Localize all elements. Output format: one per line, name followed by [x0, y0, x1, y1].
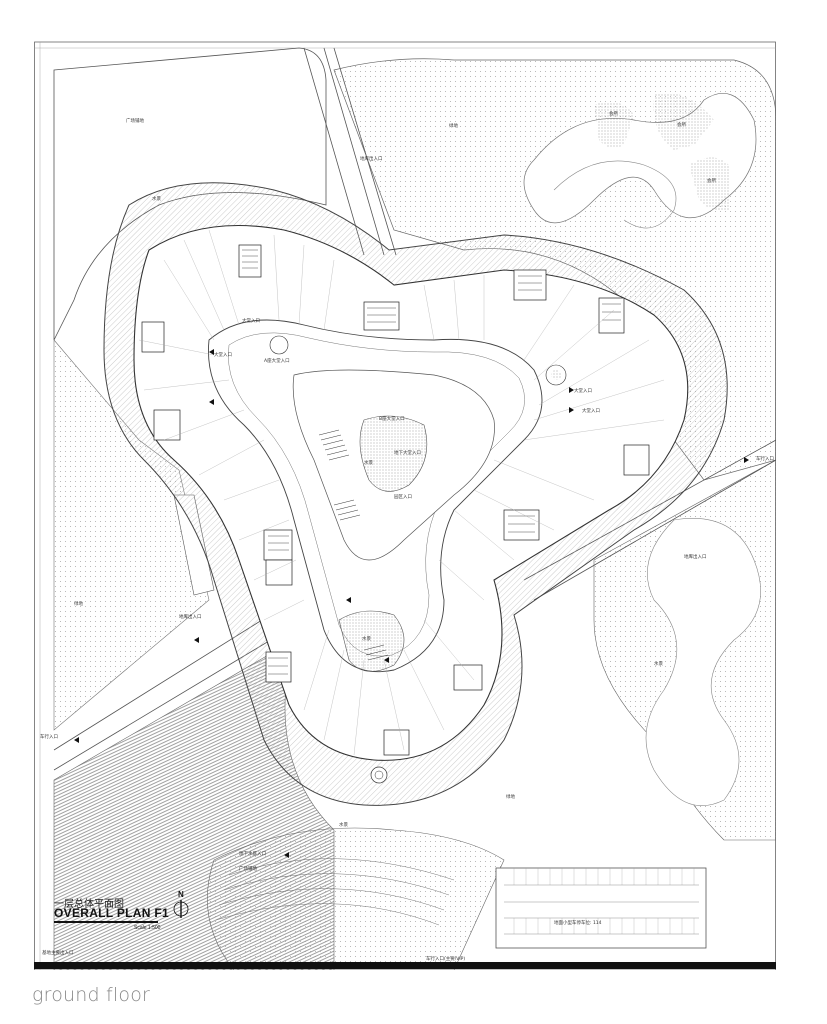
roundabout-south [370, 766, 388, 784]
label-pavilion-2: 会所 [677, 121, 686, 128]
label-underground-hall-entry: 地下大堂入口 [394, 449, 421, 456]
label-garage-entry-east: 地库出入口 [684, 553, 707, 560]
entry-arrows [74, 349, 749, 858]
label-garage-entry-west: 地库出入口 [179, 613, 202, 620]
parking-stall-ticks [513, 868, 695, 934]
south-plaza [207, 827, 505, 970]
caption-ground-floor: ground floor [32, 984, 151, 1006]
roundabout-north [269, 335, 289, 355]
label-south-main-entry: 基地主要出入口 [42, 949, 74, 956]
site-plan-drawing: 广场铺地 绿地 地库出入口 水景 会所 会所 会所 车行入口 大堂入口 大堂入口… [34, 41, 776, 970]
label-pavilion-3: 会所 [707, 177, 716, 184]
north-label: N [178, 890, 184, 899]
south-water-pocket [338, 610, 405, 672]
label-hall-entry-4: 大堂入口 [582, 407, 600, 414]
label-surface-parking: 地面小型车停车位: 114 [554, 919, 602, 926]
parking-stall-rows [504, 884, 699, 935]
north-arrow-icon: N [173, 890, 189, 918]
label-bldg-a-entry: A座大堂入口 [264, 357, 290, 364]
label-pavilion-1: 会所 [609, 110, 618, 117]
pavilion-3-shape [689, 157, 729, 212]
label-south-car-entry: 车行入口(主要/VIP) [426, 955, 465, 962]
label-west-car-entry: 车行入口 [40, 733, 58, 740]
label-water-feature-center: 水景 [362, 635, 371, 642]
surface-parking-lot [495, 867, 707, 949]
plan-labels: 广场铺地 绿地 地库出入口 水景 会所 会所 会所 车行入口 大堂入口 大堂入口… [40, 110, 774, 962]
label-water-feature-bottom: 水景 [339, 821, 348, 828]
label-water-feature-left: 水景 [152, 195, 161, 202]
building-cores [141, 244, 650, 756]
label-greenery-top: 绿地 [449, 122, 458, 129]
label-water-feature-right: 水景 [654, 660, 663, 667]
label-garage-entry-n: 地库出入口 [360, 155, 383, 162]
landscape-path-e [645, 518, 761, 806]
bottom-bar [34, 962, 776, 969]
pavilion-2-shape [653, 92, 714, 150]
label-hall-entry-3: 大堂入口 [574, 387, 592, 394]
structural-grid [138, 229, 665, 756]
label-plaza-paving-sw: 广场铺地 [239, 865, 257, 872]
central-pool [359, 415, 428, 492]
plan-title-english: OVERALL PLAN F1 [54, 906, 169, 920]
landscape-path-ne-2 [553, 160, 677, 229]
core-details [242, 249, 621, 675]
plan-title-rule [54, 921, 158, 923]
roundabout-south-inner [374, 770, 384, 780]
label-greenery-bottom: 绿地 [506, 793, 515, 800]
plan-scale: Scale 1:500 [134, 925, 161, 931]
label-greenery-left: 绿地 [74, 600, 83, 607]
plaza-steps [318, 429, 389, 661]
pavilion-1-shape [594, 101, 634, 148]
label-bldg-b-entry: B座大堂入口 [379, 415, 405, 422]
label-hall-entry-1: 大堂入口 [242, 317, 260, 324]
roundabout-east-inner [551, 370, 561, 380]
label-center-pool: 水景 [364, 459, 373, 466]
label-east-car-entry: 车行入口 [756, 455, 774, 462]
label-park-entry: 园区入口 [394, 494, 412, 500]
label-hall-entry-2: 大堂入口 [214, 351, 232, 358]
label-water-court-entry: 地下水庭入口 [239, 850, 266, 857]
plan-title-chinese: 一层总体平面图 [54, 899, 124, 910]
south-amphitheater [215, 858, 455, 926]
label-plaza-paving-nw: 广场铺地 [126, 117, 144, 124]
inner-road-ring-inner [228, 332, 525, 657]
